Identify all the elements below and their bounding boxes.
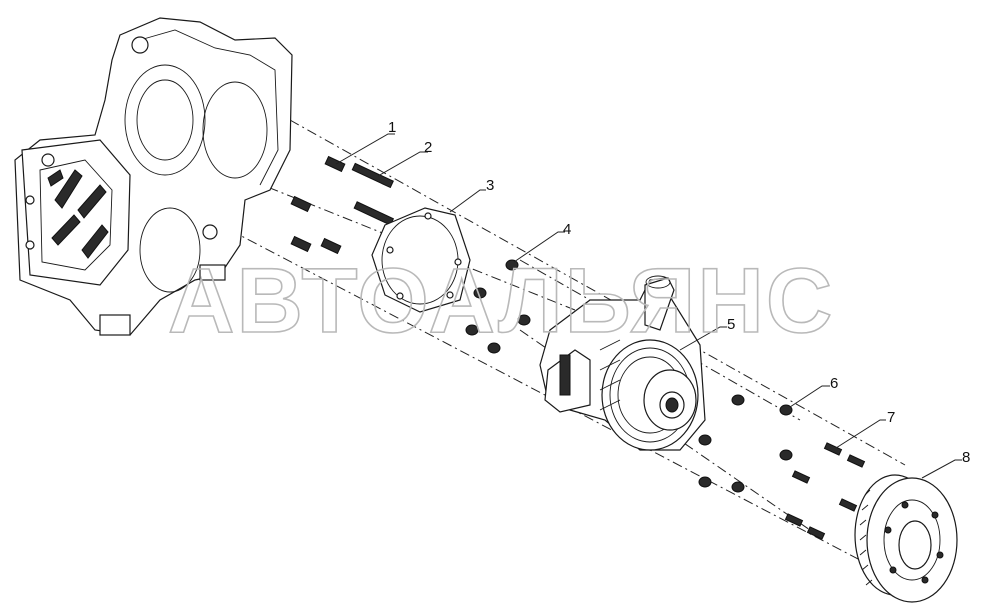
nut-group-6	[698, 394, 793, 493]
water-pump	[539, 275, 706, 451]
watermark-text: АВТОАЛЬЯНС	[168, 250, 834, 352]
callout-7: 7	[887, 409, 895, 426]
callout-labels: 1 2 3 4 5 6 7 8	[388, 119, 970, 466]
front-cover-housing	[14, 17, 293, 336]
callout-3: 3	[486, 177, 494, 194]
stud-group-7	[784, 442, 866, 540]
callout-2: 2	[424, 139, 432, 156]
pulley	[854, 474, 958, 603]
callout-1: 1	[388, 119, 396, 136]
callout-4: 4	[563, 221, 571, 238]
gasket	[371, 207, 471, 313]
stud-group-1	[290, 155, 346, 255]
nut-group-4	[465, 259, 531, 354]
callout-8: 8	[962, 449, 970, 466]
stud-group-2	[351, 162, 395, 226]
leader-lines	[335, 133, 962, 479]
callout-6: 6	[830, 375, 838, 392]
callout-5: 5	[727, 316, 735, 333]
